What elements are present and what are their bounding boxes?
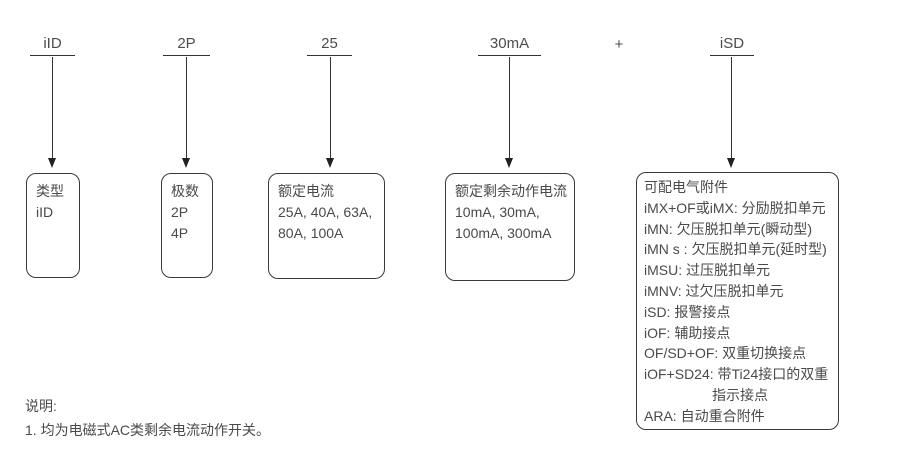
box-line: 10mA, 30mA, <box>455 204 540 220</box>
arrow-line <box>731 57 732 158</box>
code-label-rated-current: 25 <box>307 33 352 56</box>
box-line: iMX+OF或iMX: 分励脱扣单元 <box>644 199 826 216</box>
arrow-down-icon <box>505 158 513 168</box>
box-poles: 极数 2P 4P <box>161 173 213 278</box>
notes-item: 1. 均为电磁式AC类剩余电流动作开关。 <box>25 422 271 438</box>
arrow-down-icon <box>48 158 56 168</box>
box-line: 指示接点 <box>712 386 768 403</box>
box-line: iID <box>36 204 54 220</box>
box-title: 额定剩余动作电流 <box>455 183 567 199</box>
box-type: 类型 iID <box>26 173 80 278</box>
box-title: 额定电流 <box>278 183 334 199</box>
arrow-down-icon <box>326 158 334 168</box>
arrow-line <box>52 57 53 158</box>
box-line: iMN: 欠压脱扣单元(瞬动型) <box>644 220 812 237</box>
box-title: 可配电气附件 <box>644 179 728 195</box>
box-residual-current: 额定剩余动作电流 10mA, 30mA, 100mA, 300mA <box>445 173 575 281</box>
code-label-residual-current: 30mA <box>478 33 541 56</box>
box-line: 25A, 40A, 63A, <box>278 204 373 220</box>
arrow-line <box>509 57 510 158</box>
box-line: 100mA, 300mA <box>455 225 552 241</box>
arrow-down-icon <box>727 158 735 168</box>
notes-title: 说明: <box>25 398 57 414</box>
code-label-accessories: iSD <box>710 33 754 56</box>
arrow-line <box>330 57 331 158</box>
box-line: ARA: 自动重合附件 <box>644 407 765 424</box>
box-line: OF/SD+OF: 双重切换接点 <box>644 345 807 362</box>
box-line: 4P <box>171 225 189 241</box>
box-line: 80A, 100A <box>278 225 344 241</box>
box-rated-current: 额定电流 25A, 40A, 63A, 80A, 100A <box>268 173 385 279</box>
box-line: iMNV: 过欠压脱扣单元 <box>644 282 784 299</box>
box-line: iSD: 报警接点 <box>644 303 731 320</box>
code-label-type: iID <box>30 33 75 56</box>
box-line: iOF: 辅助接点 <box>644 324 731 341</box>
box-line: iOF+SD24: 带Ti24接口的双重 <box>644 366 829 383</box>
plus-separator: + <box>614 36 624 53</box>
box-title: 极数 <box>171 183 199 199</box>
box-line: iMN s : 欠压脱扣单元(延时型) <box>644 241 827 258</box>
notes: 说明: 1. 均为电磁式AC类剩余电流动作开关。 <box>25 394 270 442</box>
code-label-poles: 2P <box>163 33 210 56</box>
arrow-down-icon <box>182 158 190 168</box>
arrow-line <box>186 57 187 158</box>
box-accessories: 可配电气附件 iMX+OF或iMX: 分励脱扣单元 iMN: 欠压脱扣单元(瞬动… <box>636 172 839 430</box>
box-line: iMSU: 过压脱扣单元 <box>644 262 770 279</box>
box-line: 2P <box>171 204 189 220</box>
box-title: 类型 <box>36 183 64 199</box>
